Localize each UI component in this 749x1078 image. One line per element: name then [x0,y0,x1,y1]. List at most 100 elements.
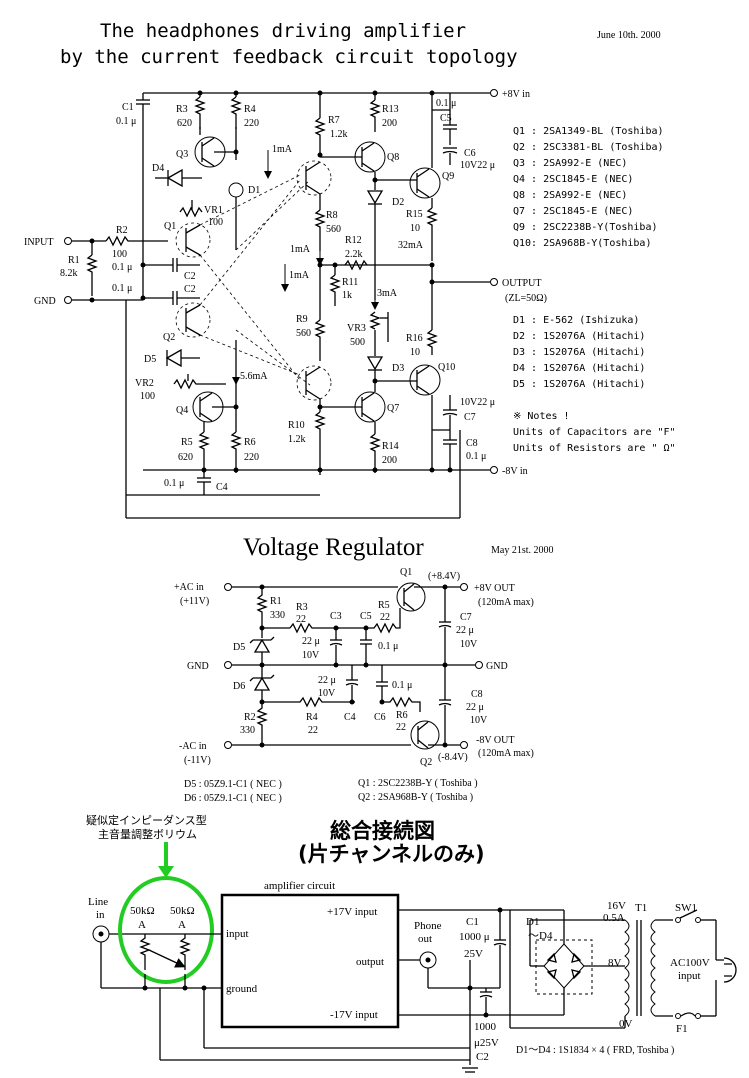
amp-c7-value: 10V22 μ [460,397,495,408]
amp-c4-label: C4 [216,482,228,493]
reg-r6-value: 22 [396,722,406,733]
reg-r4-label: R4 [306,712,318,723]
amp-vr2-label: VR2 [135,378,154,389]
amp-r2-label: R2 [116,225,128,236]
amp-r6-value: 220 [244,452,259,463]
reg-r2-value: 330 [240,725,255,736]
reg-c8-label: C8 [471,689,483,700]
amp-d2-label: D2 [392,197,404,208]
amp-vr3-label: VR3 [347,323,366,334]
amp-d5-label: D5 [144,354,156,365]
reg-c8-volt: 10V [470,715,488,726]
amp-r2-value: 100 [112,249,127,260]
reg-part-q2: Q2 : 2SA968B-Y ( Toshiba ) [358,792,473,803]
amp-part-d2: D2 : 1S2076A (Hitachi) [513,331,645,342]
amp-part-d3: D3 : 1S2076A (Hitachi) [513,347,645,358]
amp-current-4: 3mA [377,288,398,299]
wiring-title-line1: 総合接続図 [330,819,435,843]
amp-gnd-label: GND [34,296,56,307]
reg-out-neg-i: (120mA max) [478,748,534,759]
amp-r12-label: R12 [345,235,362,246]
amp-d1-label: D1 [248,185,260,196]
amp-note-title: ※ Notes ! [513,411,570,422]
reg-schematic: +AC in (+11V) Q1 (+8.4V) +8V OUT (120mA … [174,567,534,768]
amp-vr1-value: 100 [208,217,223,228]
amp-c2b-value: 0.1 μ [112,283,132,294]
reg-r4-value: 22 [308,725,318,736]
amp-q2-label: Q2 [163,332,175,343]
reg-part-d5: D5 : 05Z9.1-C1 ( NEC ) [184,779,282,790]
amp-part-q4: Q4 : 2SC1845-E (NEC) [513,174,633,185]
amp-current-1: 1mA [272,144,293,155]
wiring-schematic: Line in 50kΩ 50kΩ A A amplifier circuit … [88,876,737,1073]
reg-c7-volt: 10V [460,639,478,650]
amp-c2a-value: 0.1 μ [112,262,132,273]
amp-part-q9: Q9 : 2SC2238B-Y(Toshiba) [513,222,658,233]
wiring-c1vv: 25V [464,948,483,960]
reg-out-pos: +8V OUT [474,583,515,594]
wiring-d1b: ～D4 [528,930,553,942]
amp-r4-label: R4 [244,104,256,115]
amp-r8-value: 560 [326,224,341,235]
wiring-d1: D1 [526,916,539,928]
amp-part-q2: Q2 : 2SC3381-BL (Toshiba) [513,142,664,153]
wiring-phone: Phone [414,920,442,932]
wiring-c1v: 1000 μ [459,931,490,943]
reg-r6-label: R6 [396,710,408,721]
reg-c4-value: 22 μ [318,675,336,686]
amp-current-2: 1mA [290,244,311,255]
amp-q8-label: Q8 [387,152,399,163]
amp-c1-value: 0.1 μ [116,116,136,127]
reg-q1-volt: (+8.4V) [428,571,460,582]
reg-r3-label: R3 [296,602,308,613]
amp-supply-neg: -8V in [502,466,528,477]
reg-r5-label: R5 [378,600,390,611]
reg-r1-label: R1 [270,596,282,607]
amp-r7-label: R7 [328,115,340,126]
wiring-note-line1: 疑似定インピーダンス型 [86,813,207,827]
reg-c7-value: 22 μ [456,625,474,636]
amp-part-d1: D1 : E-562 (Ishizuka) [513,315,639,326]
reg-ac-pos-v: (+11V) [180,596,209,607]
amp-part-q3: Q3 : 2SA992-E (NEC) [513,158,627,169]
amp-r4-value: 220 [244,118,259,129]
wiring-tap0: 0V [619,1018,633,1030]
amp-r14-label: R14 [382,441,399,452]
wiring-ac100b: input [678,970,701,982]
wiring-pot2: 50kΩ [170,905,195,917]
amp-current-3: 1mA [289,270,310,281]
amp-q1-label: Q1 [164,221,176,232]
reg-r1-value: 330 [270,610,285,621]
reg-q2-label: Q2 [420,757,432,768]
amp-vr3-value: 500 [350,337,365,348]
wiring-pin-neg: -17V input [330,1009,378,1021]
amp-q7-label: Q7 [387,403,399,414]
reg-c4-label: C4 [344,712,356,723]
amp-r7-value: 1.2k [330,129,348,140]
amp-r1-label: R1 [68,255,80,266]
amp-q9-label: Q9 [442,171,454,182]
amp-current-6: 5.6mA [240,371,268,382]
wiring-phone2: out [418,933,432,945]
reg-gnd-right: GND [486,661,508,672]
wiring-c2: C2 [476,1051,489,1063]
wiring-c1: C1 [466,916,479,928]
reg-d6-label: D6 [233,681,245,692]
amp-d3-label: D3 [392,363,404,374]
reg-c3-label: C3 [330,611,342,622]
amp-r16-label: R16 [406,333,423,344]
amp-r9-label: R9 [296,314,308,325]
amp-c8-value: 0.1 μ [466,451,486,462]
reg-out-pos-i: (120mA max) [478,597,534,608]
amp-r10-value: 1.2k [288,434,306,445]
amp-r14-value: 200 [382,455,397,466]
amp-c6-label: C6 [464,148,476,159]
reg-part-d6: D6 : 05Z9.1-C1 ( NEC ) [184,793,282,804]
amp-schematic: +8V in -8V in C1 0.1 μ R3 620 R4 220 Q3 [24,89,547,519]
amp-title-line1: The headphones driving amplifier [100,20,466,42]
amp-r1-value: 8.2k [60,268,78,279]
wiring-title-line2: (片チャンネルのみ) [298,842,485,866]
wiring-line-in2: in [96,909,105,921]
amp-c5-label: C5 [440,113,452,124]
